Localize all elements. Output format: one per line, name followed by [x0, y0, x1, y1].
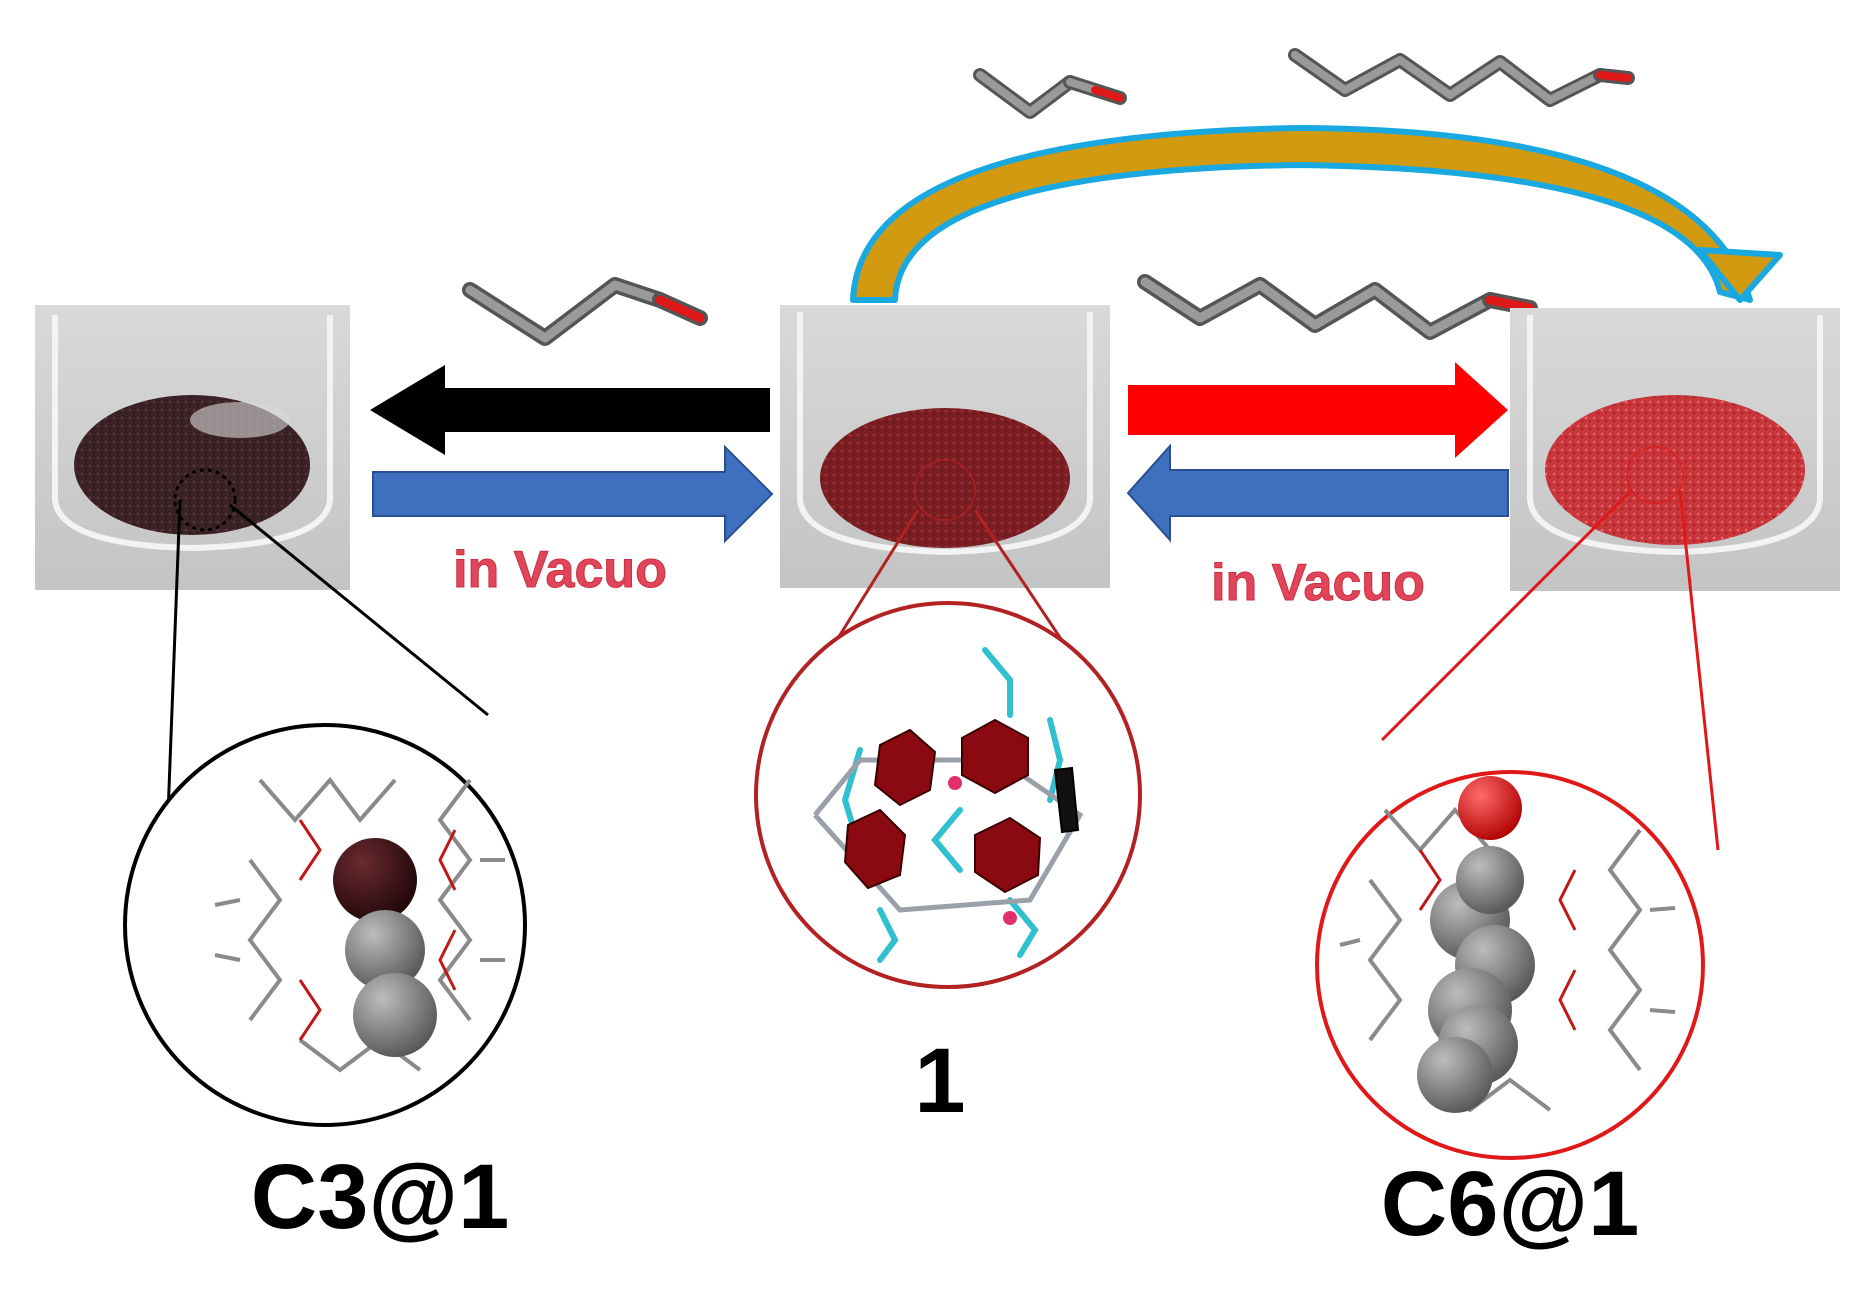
- in-vacuo-label-left: in Vacuo: [453, 541, 667, 599]
- vial-photo-center: [780, 305, 1110, 588]
- crystal-structure-right: [1315, 770, 1705, 1160]
- vial-photo-right: [1510, 308, 1840, 591]
- blue-arrow-right-left-pair: [372, 444, 774, 544]
- curved-transfer-arrow: [850, 125, 1783, 303]
- in-vacuo-label-right: in Vacuo: [1211, 554, 1425, 612]
- compound-label-c6: C6@1: [1381, 1153, 1639, 1255]
- propanal-molecule-icon: [462, 277, 708, 346]
- hexanal-molecule-icon: [1288, 48, 1635, 107]
- vial-photo-left: [35, 305, 350, 590]
- black-arrow-left: [370, 365, 770, 455]
- propanal-molecule-icon: [973, 68, 1127, 119]
- hexanal-molecule-icon: [1137, 274, 1538, 340]
- crystal-structure-left: [123, 723, 527, 1127]
- blue-arrow-left-right-pair: [1126, 443, 1509, 543]
- red-arrow-right: [1128, 362, 1508, 458]
- zoom-connectors-right: [1380, 488, 1720, 851]
- compound-label-c3: C3@1: [251, 1146, 509, 1248]
- crystal-structure-center: [754, 601, 1142, 989]
- zoom-connectors-left: [166, 499, 489, 816]
- compound-label-1: 1: [914, 1030, 965, 1132]
